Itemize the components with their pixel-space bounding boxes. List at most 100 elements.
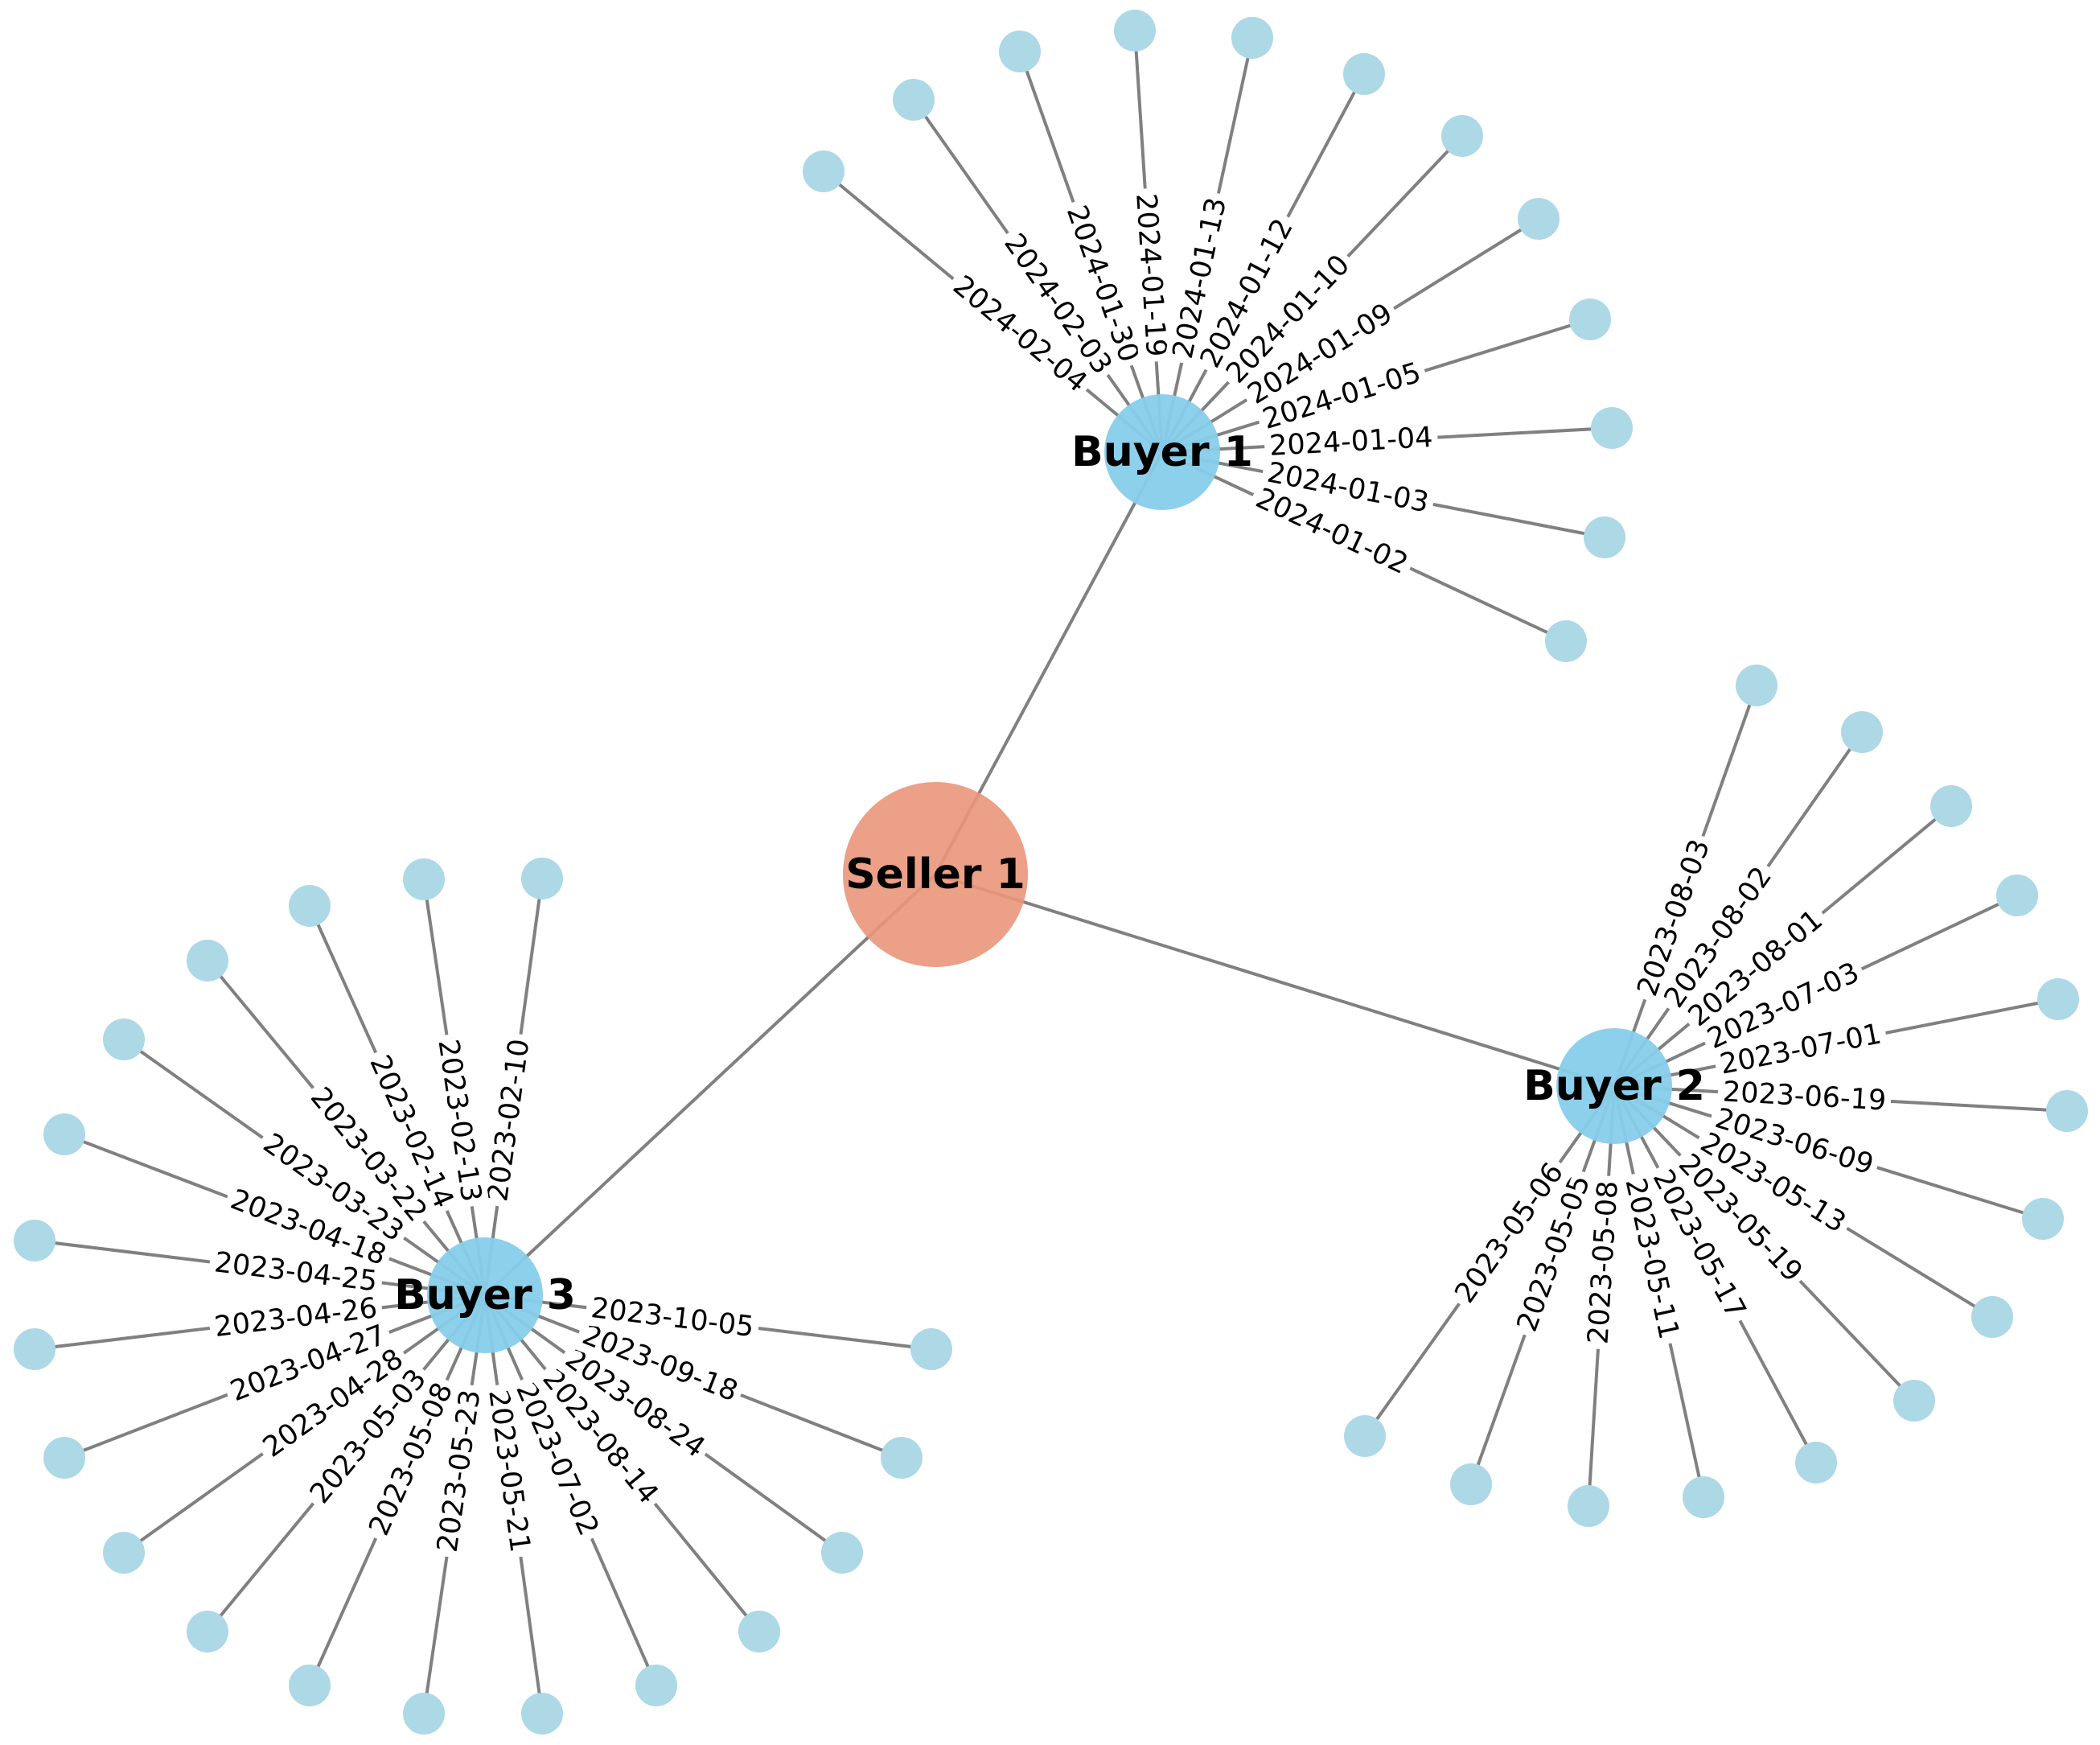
transaction-date-label-bg — [1628, 829, 1720, 1006]
transaction-node — [1996, 875, 2038, 916]
transaction-date-label-bg — [573, 1315, 747, 1412]
transaction-node — [738, 1611, 780, 1652]
transaction-date-label-bg — [1264, 419, 1439, 465]
transaction-node — [999, 31, 1041, 72]
buyer-label: Buyer 1 — [1071, 428, 1253, 476]
transaction-date-label-bg — [554, 1338, 716, 1469]
transaction-date-label-bg — [208, 1290, 384, 1346]
transaction-date-label-bg — [1654, 856, 1783, 1019]
transaction-node — [1736, 665, 1777, 706]
transaction-date-label-bg — [993, 223, 1123, 385]
node-labels-layer: Buyer 1 Buyer 2 Buyer 3 Seller 1 — [394, 428, 1705, 1319]
hub-nodes-layer — [427, 394, 1672, 1353]
buyer-node — [1556, 1028, 1672, 1144]
seller-label: Seller 1 — [845, 850, 1025, 899]
buyer-node — [1104, 394, 1220, 510]
transaction-date-label-bg — [1690, 1122, 1856, 1244]
transaction-node — [910, 1328, 952, 1370]
transaction-date-label-bg — [1164, 189, 1236, 367]
transaction-node — [1545, 620, 1587, 662]
transaction-date-label-bg — [1215, 244, 1361, 395]
transaction-date-label-bg — [1697, 953, 1870, 1060]
transaction-node — [14, 1328, 55, 1370]
transaction-date-label-bg — [1667, 1143, 1813, 1294]
transaction-date-label-bg — [252, 1123, 415, 1253]
transaction-node — [521, 858, 563, 899]
transaction-date-label-bg — [1678, 899, 1834, 1038]
transaction-node — [187, 940, 228, 982]
transaction-date-label-bg — [584, 1290, 761, 1346]
transaction-date-label-bg — [1190, 208, 1304, 378]
transaction-node — [43, 1113, 85, 1155]
transaction-node — [2022, 1198, 2064, 1240]
transaction-date-label-bg — [299, 1076, 438, 1233]
transaction-date-label-bg — [1712, 1015, 1889, 1084]
transaction-date-label-bg — [1260, 454, 1436, 522]
transaction-date-label-bg — [360, 1373, 463, 1545]
transaction-node — [1683, 1476, 1724, 1518]
transaction-date-label-bg — [1716, 1074, 1892, 1119]
transaction-date-label-bg — [1127, 187, 1174, 363]
transaction-node — [43, 1437, 85, 1479]
transaction-node — [881, 1437, 923, 1479]
transaction-node — [14, 1220, 55, 1261]
transaction-date-label-bg — [506, 1373, 608, 1546]
transaction-node — [1795, 1442, 1837, 1484]
transaction-date-label-bg — [479, 1031, 539, 1209]
transaction-date-label-bg — [1580, 1175, 1627, 1351]
transaction-node — [803, 150, 845, 192]
transaction-date-label-bg — [1445, 1152, 1575, 1315]
transaction-node — [1518, 198, 1560, 240]
seller-buyer-edge — [483, 873, 937, 1297]
transaction-date-label-bg — [479, 1382, 539, 1560]
transaction-node — [403, 1693, 445, 1735]
transaction-date-label-bg — [299, 1358, 438, 1515]
transaction-node — [521, 1693, 563, 1735]
transaction-node — [1584, 517, 1625, 558]
transaction-nodes-layer — [14, 10, 2088, 1735]
transaction-node — [289, 1665, 331, 1706]
transaction-date-label-bg — [1254, 353, 1430, 439]
buyer-label: Buyer 3 — [394, 1271, 576, 1319]
transaction-node — [1441, 115, 1483, 157]
transaction-date-label-bg — [220, 1179, 396, 1276]
transaction-node — [893, 79, 935, 121]
transaction-date-label-bg — [1245, 479, 1418, 585]
transaction-node — [1841, 711, 1883, 753]
transaction-node — [289, 885, 331, 927]
transaction-node — [1591, 407, 1633, 449]
seller-buyer-edge — [935, 873, 1615, 1088]
transaction-date-label-bg — [942, 265, 1099, 404]
transaction-node — [1114, 10, 1156, 51]
transaction-node — [1231, 17, 1273, 59]
transaction-date-label-bg — [1616, 1170, 1687, 1348]
transaction-date-label-bg — [252, 1338, 414, 1468]
transaction-node — [1344, 1415, 1386, 1457]
transaction-node — [821, 1532, 863, 1574]
transaction-node — [403, 858, 445, 900]
transaction-node — [2037, 978, 2079, 1020]
transaction-node — [103, 1532, 145, 1574]
transaction-node — [103, 1019, 145, 1060]
transaction-node — [1893, 1380, 1935, 1422]
transaction-date-label-bg — [429, 1382, 490, 1560]
transaction-date-label-bg — [1056, 195, 1149, 372]
transaction-node — [1568, 1485, 1609, 1527]
transaction-date-label-bg — [1508, 1166, 1601, 1341]
transaction-node — [1450, 1463, 1492, 1505]
transaction-date-label-bg — [220, 1315, 396, 1412]
transaction-date-label-bg — [429, 1032, 490, 1209]
seller-node — [843, 782, 1028, 967]
transaction-node — [2046, 1090, 2088, 1132]
transaction-date-label-bg — [1706, 1099, 1883, 1185]
transaction-node — [187, 1611, 228, 1652]
buyer-node — [427, 1237, 543, 1353]
transaction-date-label-bg — [532, 1358, 669, 1515]
transaction-node — [1343, 53, 1385, 95]
transaction-date-label-bg — [1642, 1159, 1756, 1329]
transaction-node — [1569, 298, 1611, 340]
buyer-label: Buyer 2 — [1523, 1062, 1705, 1110]
transaction-date-label-bg — [208, 1244, 384, 1301]
transaction-date-label-bg — [1237, 293, 1403, 415]
